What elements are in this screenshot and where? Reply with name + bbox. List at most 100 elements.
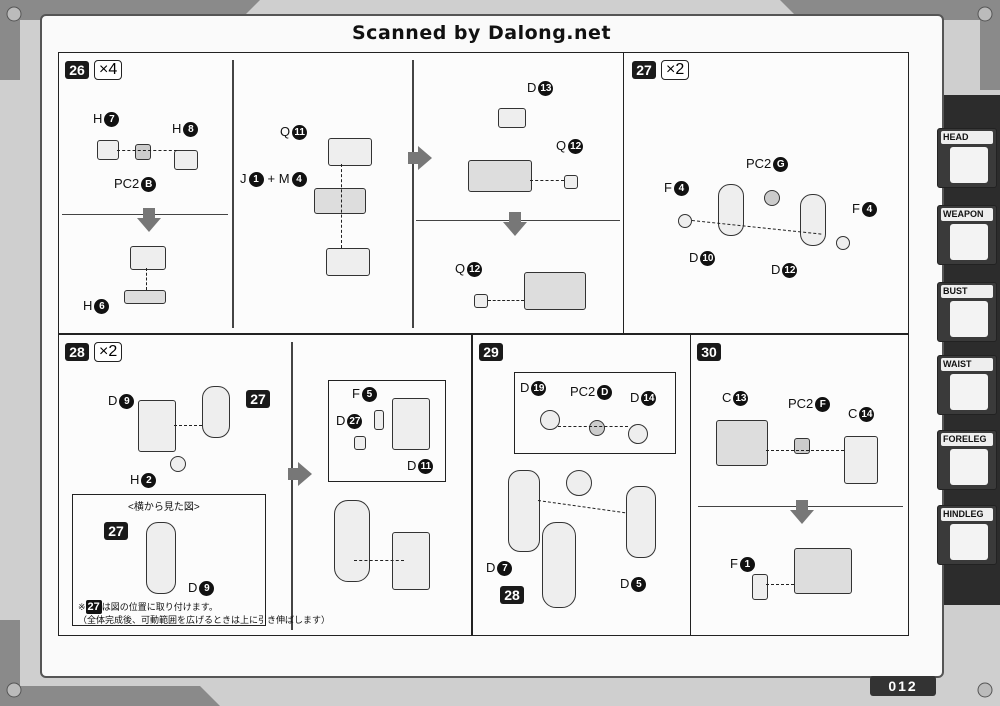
tab-label: HEAD [941, 131, 993, 144]
step-26-multiplier: ×4 [94, 60, 123, 80]
assembly-guide [766, 584, 794, 585]
step-number-28: 28 [65, 343, 89, 361]
bust-icon [950, 301, 988, 337]
assembly-guide [117, 150, 177, 151]
tab-weapon[interactable]: WEAPON [937, 205, 997, 265]
tab-label: FORELEG [941, 433, 993, 446]
part-d10 [718, 184, 744, 236]
part-q11 [328, 138, 372, 166]
ref-step-27: 27 [246, 390, 270, 408]
assembly-guide [341, 164, 342, 248]
tab-foreleg[interactable]: FORELEG [937, 430, 997, 490]
part-f1 [752, 574, 768, 600]
hindleg-icon [950, 524, 988, 560]
part-q12-bottom [474, 294, 488, 308]
part-h7h8-assembled [130, 246, 166, 270]
tab-waist[interactable]: WAIST [937, 355, 997, 415]
scan-credit: Scanned by Dalong.net [352, 22, 612, 44]
part-h7 [97, 140, 119, 160]
part-d11-assembly [392, 398, 430, 450]
part-leg-left [334, 500, 370, 582]
tab-label: BUST [941, 285, 993, 298]
ref-step-28: 28 [500, 586, 524, 604]
part-d19 [540, 410, 560, 430]
page-number: 012 [870, 676, 936, 696]
assembly-guide [530, 180, 564, 181]
part-side-view [146, 522, 176, 594]
part-claw-complete [524, 272, 586, 310]
right-arrow-icon [408, 146, 432, 170]
part-d12 [800, 194, 826, 246]
assembly-guide [354, 560, 404, 561]
part-c14 [844, 436, 878, 484]
part-j1-m4 [314, 188, 366, 214]
part-base-block [326, 248, 370, 276]
step-26-divider-1 [232, 60, 234, 328]
part-pc2-d [589, 420, 605, 436]
assembly-guide [766, 450, 844, 451]
side-view-title: <横から見た図> [128, 502, 200, 513]
part-d14 [628, 424, 648, 444]
part-d13 [498, 108, 526, 128]
part-h2 [170, 456, 186, 472]
step-number-30: 30 [697, 343, 721, 361]
assembly-guide [146, 268, 147, 290]
down-arrow-icon [137, 208, 161, 232]
part-d5 [626, 486, 656, 558]
part-h6 [124, 290, 166, 304]
tab-label: HINDLEG [941, 508, 993, 521]
weapon-icon [950, 224, 988, 260]
part-h8 [174, 150, 198, 170]
tab-label: WEAPON [941, 208, 993, 221]
ref-step-27-side: 27 [104, 522, 128, 540]
tab-hindleg[interactable]: HINDLEG [937, 505, 997, 565]
part-28-ref [542, 522, 576, 608]
tab-head[interactable]: HEAD [937, 128, 997, 188]
step-28-divider [291, 342, 293, 630]
part-pc2-b [135, 144, 151, 160]
part-f4-left [678, 214, 692, 228]
part-joint [566, 470, 592, 496]
part-d9 [138, 400, 176, 452]
step-30-panel [690, 334, 909, 636]
part-q12-top [564, 175, 578, 189]
tab-bust[interactable]: BUST [937, 282, 997, 342]
head-icon [950, 147, 988, 183]
assembly-guide [558, 426, 628, 427]
part-d27 [354, 436, 366, 450]
part-c-assembled [794, 548, 852, 594]
step-number-29: 29 [479, 343, 503, 361]
part-f4-right [836, 236, 850, 250]
assembly-guide [174, 425, 202, 426]
part-f5 [374, 410, 384, 430]
